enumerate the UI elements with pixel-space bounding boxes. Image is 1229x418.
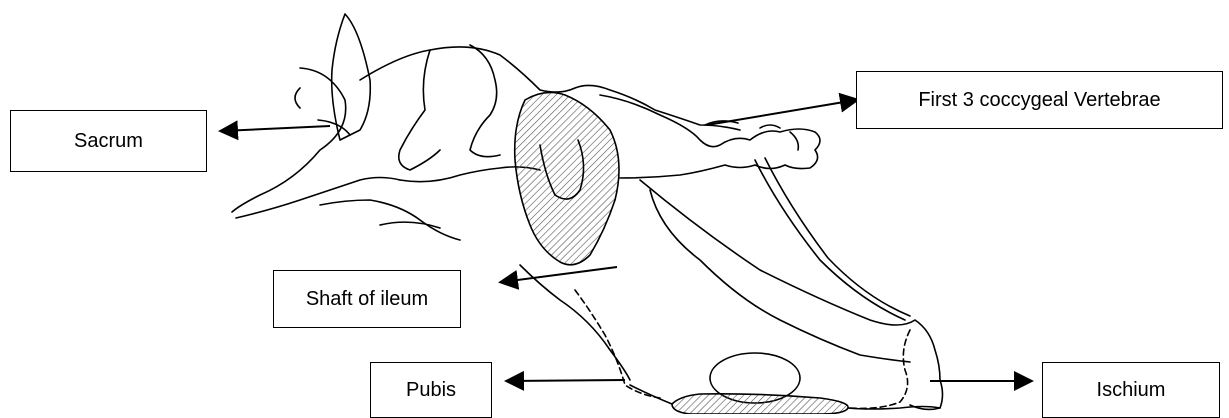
sacral-vertebra-outline-1	[399, 50, 440, 170]
ilium-body-outline	[640, 180, 943, 409]
ilium-dorsal-edge	[650, 190, 910, 362]
label-sacrum: Sacrum	[10, 110, 207, 172]
label-pubis-text: Pubis	[406, 379, 456, 402]
arrow-pubis	[508, 380, 625, 381]
label-coccygeal-vertebrae: First 3 coccygeal Vertebrae	[856, 71, 1223, 129]
arrow-coccygeal	[707, 100, 856, 125]
pelvis-dashed-border	[575, 290, 910, 408]
pelvis-bone-illustration	[232, 14, 943, 414]
sacral-vertebra-outline-2	[470, 45, 500, 157]
label-coccygeal-text: First 3 coccygeal Vertebrae	[918, 89, 1160, 112]
label-sacrum-text: Sacrum	[74, 130, 143, 153]
label-shaft-of-ileum: Shaft of ileum	[273, 270, 461, 328]
label-pubis: Pubis	[370, 362, 492, 418]
label-ischium-text: Ischium	[1097, 379, 1166, 402]
label-shaft-text: Shaft of ileum	[306, 288, 428, 311]
coccygeal-vertebrae	[600, 95, 820, 178]
sacral-lower-process	[320, 200, 460, 240]
arrow-shaft	[502, 267, 617, 282]
sacroiliac-hatched-region	[515, 92, 619, 264]
arrow-sacrum	[222, 126, 330, 131]
sacrum-lower-body	[236, 178, 400, 219]
ligament-lines	[755, 158, 910, 320]
ilium-body-upper	[520, 265, 630, 380]
label-arrows	[222, 100, 1030, 381]
pubic-symphysis-hatched	[672, 394, 848, 414]
label-ischium: Ischium	[1042, 362, 1220, 418]
